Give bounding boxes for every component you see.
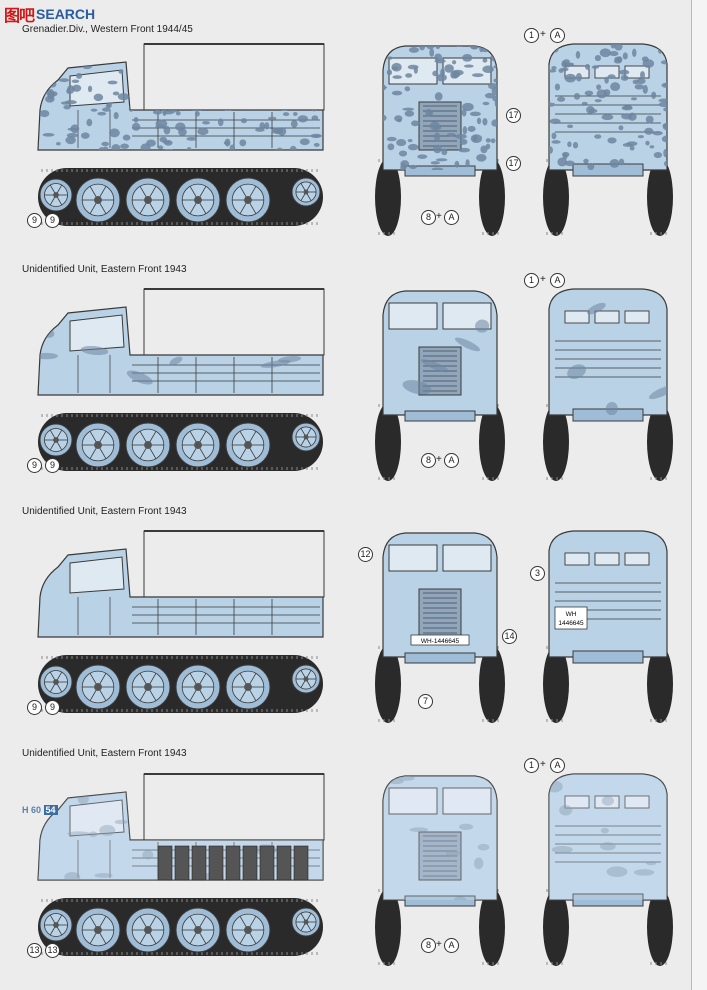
front-callout-letter: A — [444, 453, 459, 468]
side-callout-a: 9 — [27, 700, 42, 715]
side-view-4 — [37, 773, 325, 956]
front-view-2 — [375, 290, 505, 481]
side-callout-b: 9 — [45, 213, 60, 228]
side-callout-b: 13 — [45, 943, 60, 958]
paint-code-primary: H 60 — [22, 805, 44, 815]
plate-caption-2: Unidentified Unit, Eastern Front 1943 — [22, 264, 187, 275]
rear-plate-number: 1446645 — [558, 620, 584, 627]
rear-view-4 — [543, 773, 673, 966]
front-callout-letter: A — [444, 210, 459, 225]
side-view-3 — [37, 530, 325, 713]
plate-caption-3: Unidentified Unit, Eastern Front 1943 — [22, 506, 187, 517]
rear-plus: + — [540, 29, 546, 40]
front-callout-left: 12 — [358, 547, 373, 562]
paint-code-secondary: 54 — [43, 805, 58, 815]
rear-callout-number: 1 — [524, 758, 539, 773]
front-view-4 — [375, 775, 505, 966]
rear-plus: + — [540, 274, 546, 285]
rear-callout-number: 1 — [524, 273, 539, 288]
side-callout-a: 9 — [27, 458, 42, 473]
front-callout-bottom: 8 — [421, 938, 436, 953]
side-view-1 — [37, 43, 325, 226]
page-edge — [691, 0, 707, 990]
rear-plate-prefix: WH — [566, 611, 577, 618]
front-callout-right: 14 — [502, 629, 517, 644]
side-callout-b: 9 — [45, 700, 60, 715]
side-callout-a: 9 — [27, 213, 42, 228]
plate-caption-1: Grenadier.Div., Western Front 1944/45 — [22, 24, 193, 35]
side-view-2 — [37, 288, 325, 471]
side-callout-a: 13 — [27, 943, 42, 958]
front-callout-bottom: 8 — [421, 453, 436, 468]
watermark-suffix: SEARCH — [36, 6, 96, 22]
rear-callout-number: 1 — [524, 28, 539, 43]
front-plus: + — [436, 454, 442, 465]
front-callout-bottom: 8 — [421, 210, 436, 225]
rear-callout-letter: A — [550, 273, 565, 288]
rear-view-2 — [543, 288, 673, 481]
watermark-logo: 图吧 SEARCH — [4, 3, 95, 25]
front-callout-letter: A — [444, 938, 459, 953]
rear-plus: + — [540, 759, 546, 770]
rear-callout-number: 3 — [530, 566, 545, 581]
front-callout-bottom: 7 — [418, 694, 433, 709]
front-view-1 — [375, 45, 505, 236]
side-callout-b: 9 — [45, 458, 60, 473]
front-view-3: WH-1446645 — [375, 532, 505, 723]
rear-view-3: WH 1446645 — [543, 530, 673, 723]
plate-caption-4: Unidentified Unit, Eastern Front 1943 — [22, 748, 187, 759]
front-plus: + — [436, 211, 442, 222]
front-callout-mid: 17 — [506, 156, 521, 171]
front-callout-top: 17 — [506, 108, 521, 123]
watermark-brand: 图吧 — [4, 6, 35, 25]
rear-callout-letter: A — [550, 758, 565, 773]
front-license-plate: WH-1446645 — [421, 638, 460, 645]
paint-code: H 60 54 — [22, 805, 58, 815]
rear-callout-letter: A — [550, 28, 565, 43]
rear-view-1 — [543, 43, 673, 236]
front-plus: + — [436, 939, 442, 950]
